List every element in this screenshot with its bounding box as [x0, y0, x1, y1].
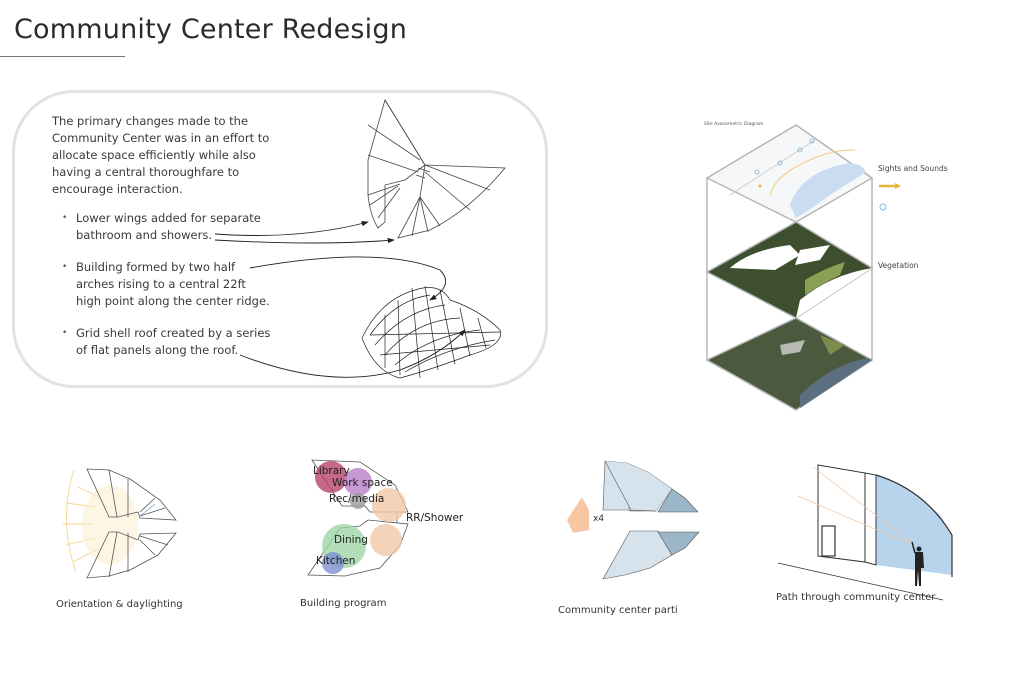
caption-orientation: Orientation & daylighting: [56, 599, 183, 610]
library-bubble: [315, 461, 347, 493]
rrshower-bubble-top: [372, 488, 406, 522]
site-diagram-title: Site Axonometric Diagram: [704, 121, 763, 127]
caption-path: Path through community center: [776, 592, 936, 603]
bullet-item: Building formed by two half arches risin…: [62, 259, 272, 310]
recmedia-bubble: [350, 493, 366, 509]
layer-label-vegetation: Vegetation: [878, 261, 919, 270]
program-label-workspace: Work space: [332, 477, 393, 489]
vegetation-layer: [705, 221, 874, 319]
bullet-list: Lower wings added for separate bathroom …: [62, 210, 272, 374]
wall-block: [817, 464, 877, 566]
layer-label-sights-and-sounds: Sights and Sounds: [878, 164, 948, 173]
sight-lines: [797, 466, 913, 546]
caption-building-program: Building program: [300, 598, 387, 609]
ground-line: [777, 562, 944, 601]
callout-arrows: [214, 221, 466, 378]
program-label-kitchen: Kitchen: [316, 555, 355, 567]
legend-arrow-icon: [879, 183, 901, 189]
person-icon: [911, 541, 924, 586]
parti-wing-bottom-light: [602, 530, 673, 580]
bullet-item: Grid shell roof created by a series of f…: [62, 325, 272, 359]
parti-wing-bottom-dark: [657, 531, 700, 556]
workspace-bubble: [344, 468, 372, 496]
program-label-dining: Dining: [334, 534, 368, 546]
sights-and-sounds-layer: [705, 124, 874, 223]
gridshell-wireframe: [361, 285, 501, 379]
door: [821, 525, 836, 557]
caption-parti: Community center parti: [558, 605, 678, 616]
legend-sound-icon: [879, 203, 887, 211]
parti-multiplier: x4: [593, 514, 604, 524]
kitchen-bubble: [322, 552, 344, 574]
title-underline: [0, 56, 125, 57]
parti-wing-top-dark: [657, 488, 699, 513]
summary-panel: [12, 90, 548, 388]
aerial-photo-layer: [705, 317, 874, 411]
rrshower-bubble-bottom: [370, 524, 402, 556]
program-label-recmedia: Rec/media: [329, 493, 384, 505]
program-label-library: Library: [313, 465, 350, 477]
page-title: Community Center Redesign: [14, 14, 408, 45]
bullet-item: Lower wings added for separate bathroom …: [62, 210, 272, 244]
glass-wall: [876, 475, 952, 575]
roof-plan-outline: [367, 99, 506, 239]
program-label-rrshower: RR/Shower: [406, 512, 464, 524]
floorplan-outline: [86, 468, 177, 579]
parti-module-shape: [567, 497, 589, 533]
intro-text: The primary changes made to the Communit…: [52, 114, 270, 196]
